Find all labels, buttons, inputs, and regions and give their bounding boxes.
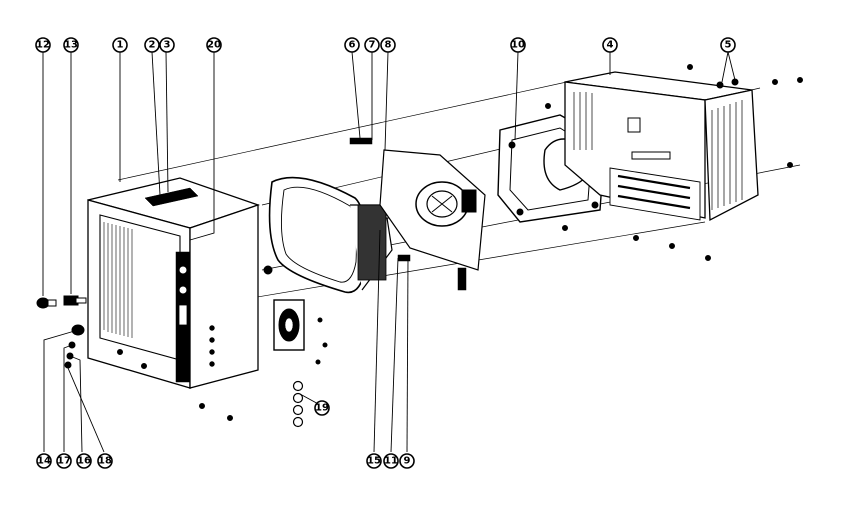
callout-16: 16 [76, 453, 92, 469]
callout-6: 6 [344, 37, 360, 53]
svg-text:7: 7 [369, 40, 376, 51]
svg-text:17: 17 [57, 456, 71, 467]
callout-15: 15 [366, 453, 382, 469]
callout-4: 4 [602, 37, 618, 53]
callout-13: 13 [63, 37, 79, 53]
callout-1: 1 [112, 37, 128, 53]
svg-text:8: 8 [385, 40, 392, 51]
callout-12: 12 [35, 37, 51, 53]
svg-text:12: 12 [36, 40, 50, 51]
callout-5: 5 [720, 37, 736, 53]
callout-7: 7 [364, 37, 380, 53]
callout-8: 8 [380, 37, 396, 53]
svg-text:18: 18 [98, 456, 112, 467]
deflection-yoke-bracket [349, 137, 486, 291]
knob-13 [63, 295, 87, 306]
svg-text:4: 4 [607, 40, 614, 51]
svg-text:15: 15 [367, 456, 381, 467]
svg-text:10: 10 [511, 40, 525, 51]
misc-screws [117, 103, 711, 421]
speaker [273, 299, 305, 351]
svg-text:13: 13 [64, 40, 78, 51]
front-cabinet [87, 177, 261, 389]
callout-19: 19 [314, 400, 330, 416]
leader-lines [42, 51, 736, 453]
callout-2: 2 [144, 37, 160, 53]
svg-text:14: 14 [37, 456, 51, 467]
rear-cabinet [564, 71, 759, 222]
callout-20: 20 [206, 37, 222, 53]
callout-17: 17 [56, 453, 72, 469]
callout-3: 3 [159, 37, 175, 53]
callout-14: 14 [36, 453, 52, 469]
svg-text:6: 6 [349, 40, 356, 51]
callout-18: 18 [97, 453, 113, 469]
svg-text:20: 20 [207, 40, 221, 51]
picture-tube [268, 176, 415, 294]
svg-text:11: 11 [384, 456, 398, 467]
screws-19 [292, 380, 304, 428]
svg-text:9: 9 [404, 456, 411, 467]
callout-10: 10 [510, 37, 526, 53]
callout-9: 9 [399, 453, 415, 469]
svg-text:5: 5 [725, 40, 732, 51]
svg-text:16: 16 [77, 456, 91, 467]
svg-text:3: 3 [164, 40, 171, 51]
svg-text:19: 19 [315, 403, 329, 414]
knob-12 [36, 297, 57, 309]
svg-text:1: 1 [117, 40, 124, 51]
svg-text:2: 2 [149, 40, 156, 51]
callout-11: 11 [383, 453, 399, 469]
